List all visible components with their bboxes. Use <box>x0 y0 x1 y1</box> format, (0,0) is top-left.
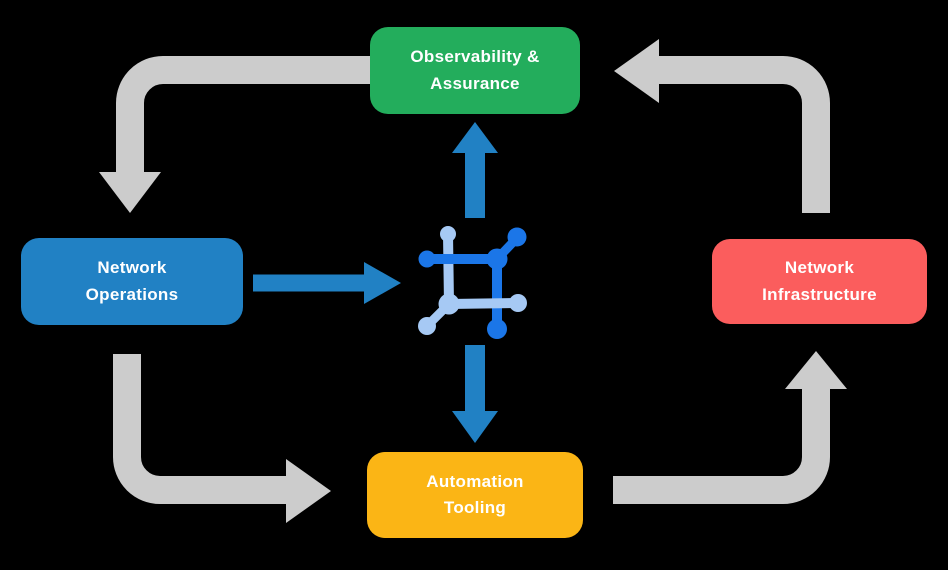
arrow-infrastructure-to-observability <box>614 39 830 213</box>
arrow-observability-to-operations <box>99 56 370 213</box>
icon-dark-left-node <box>418 250 436 268</box>
arrow-operations-to-tooling <box>113 354 331 523</box>
arrow-tooling-to-infrastructure <box>613 351 847 504</box>
node-network-infrastructure: Network Infrastructure <box>712 239 927 324</box>
icon-dark-corner-node <box>486 248 508 270</box>
node-label-line: Network <box>97 258 167 278</box>
icon-light-corner-node <box>438 293 460 315</box>
icon-light-vertical-line <box>443 229 454 309</box>
arrow-head-up <box>785 351 847 389</box>
arrow-head-up <box>452 122 498 153</box>
arrow-operations-to-hub <box>253 262 401 304</box>
node-label-line: Network <box>784 258 855 278</box>
node-label-line: Tooling <box>443 498 507 517</box>
icon-light-right-node <box>509 294 527 312</box>
network-automation-hub-icon <box>418 226 527 339</box>
node-label-line: Assurance <box>430 73 520 93</box>
arrow-head-right <box>286 459 331 523</box>
node-automation-tooling: Automation Tooling <box>367 452 583 538</box>
icon-light-bottomleft-node <box>418 317 436 335</box>
hub-icon-container <box>405 215 535 345</box>
arrow-shaft <box>113 354 287 504</box>
arrow-shaft <box>658 56 830 213</box>
node-label-line: Observability & <box>410 47 540 67</box>
node-label-line: Automation <box>426 471 524 491</box>
arrow-head-down <box>452 411 498 443</box>
arrow-hub-to-tooling <box>452 345 498 443</box>
arrow-head-left <box>614 39 659 103</box>
node-network-operations: Network Operations <box>21 238 243 325</box>
arrow-head-down <box>99 172 161 213</box>
node-label-line: Operations <box>85 284 179 304</box>
icon-light-horizontal-line <box>444 298 522 309</box>
node-label-line: Infrastructure <box>762 284 877 304</box>
icon-dark-bottom-node <box>487 319 507 339</box>
icon-dark-topright-node <box>507 227 527 247</box>
arrow-head-right <box>364 262 401 304</box>
arrow-hub-to-observability <box>452 122 498 218</box>
arrow-shaft <box>116 56 370 174</box>
arrow-shaft <box>613 388 830 504</box>
node-observability-assurance: Observability & Assurance <box>370 27 580 114</box>
icon-light-top-node <box>440 226 456 242</box>
